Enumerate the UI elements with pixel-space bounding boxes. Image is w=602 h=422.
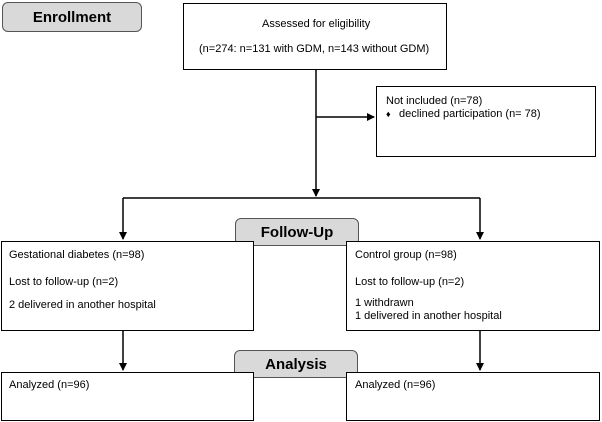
stage-analysis: Analysis — [234, 350, 358, 378]
stage-enrollment-label: Enrollment — [32, 8, 112, 26]
stage-analysis-label: Analysis — [265, 355, 327, 373]
assessed-title: Assessed for eligibility — [262, 18, 371, 30]
gdm-group-title: Gestational diabetes (n=98) — [9, 249, 145, 261]
gdm-analyzed-box: Analyzed (n=96) — [1, 372, 254, 421]
control-analyzed-box: Analyzed (n=96) — [346, 372, 600, 421]
gdm-group-box: Gestational diabetes (n=98) Lost to foll… — [1, 241, 254, 331]
control-detail-delivered: 1 delivered in another hospital — [355, 310, 502, 322]
control-lost-followup: Lost to follow-up (n=2) — [355, 276, 465, 288]
not-included-title: Not included (n=78) — [386, 95, 483, 107]
stage-followup-label: Follow-Up — [260, 223, 334, 241]
stage-enrollment: Enrollment — [2, 2, 142, 32]
gdm-detail: 2 delivered in another hospital — [9, 299, 156, 311]
gdm-analyzed-label: Analyzed (n=96) — [9, 379, 90, 391]
control-group-title: Control group (n=98) — [355, 249, 457, 261]
assessed-box: Assessed for eligibility (n=274: n=131 w… — [183, 3, 447, 70]
control-analyzed-label: Analyzed (n=96) — [355, 379, 436, 391]
control-detail-withdrawn: 1 withdrawn — [355, 297, 414, 309]
diamond-bullet-icon: ♦ — [386, 109, 391, 119]
not-included-reason: declined participation (n= 78) — [399, 108, 541, 120]
assessed-detail: (n=274: n=131 with GDM, n=143 without GD… — [199, 43, 430, 55]
gdm-lost-followup: Lost to follow-up (n=2) — [9, 276, 119, 288]
control-group-box: Control group (n=98) Lost to follow-up (… — [346, 241, 600, 331]
not-included-box: Not included (n=78) ♦ declined participa… — [376, 86, 596, 157]
stage-followup: Follow-Up — [235, 218, 359, 246]
